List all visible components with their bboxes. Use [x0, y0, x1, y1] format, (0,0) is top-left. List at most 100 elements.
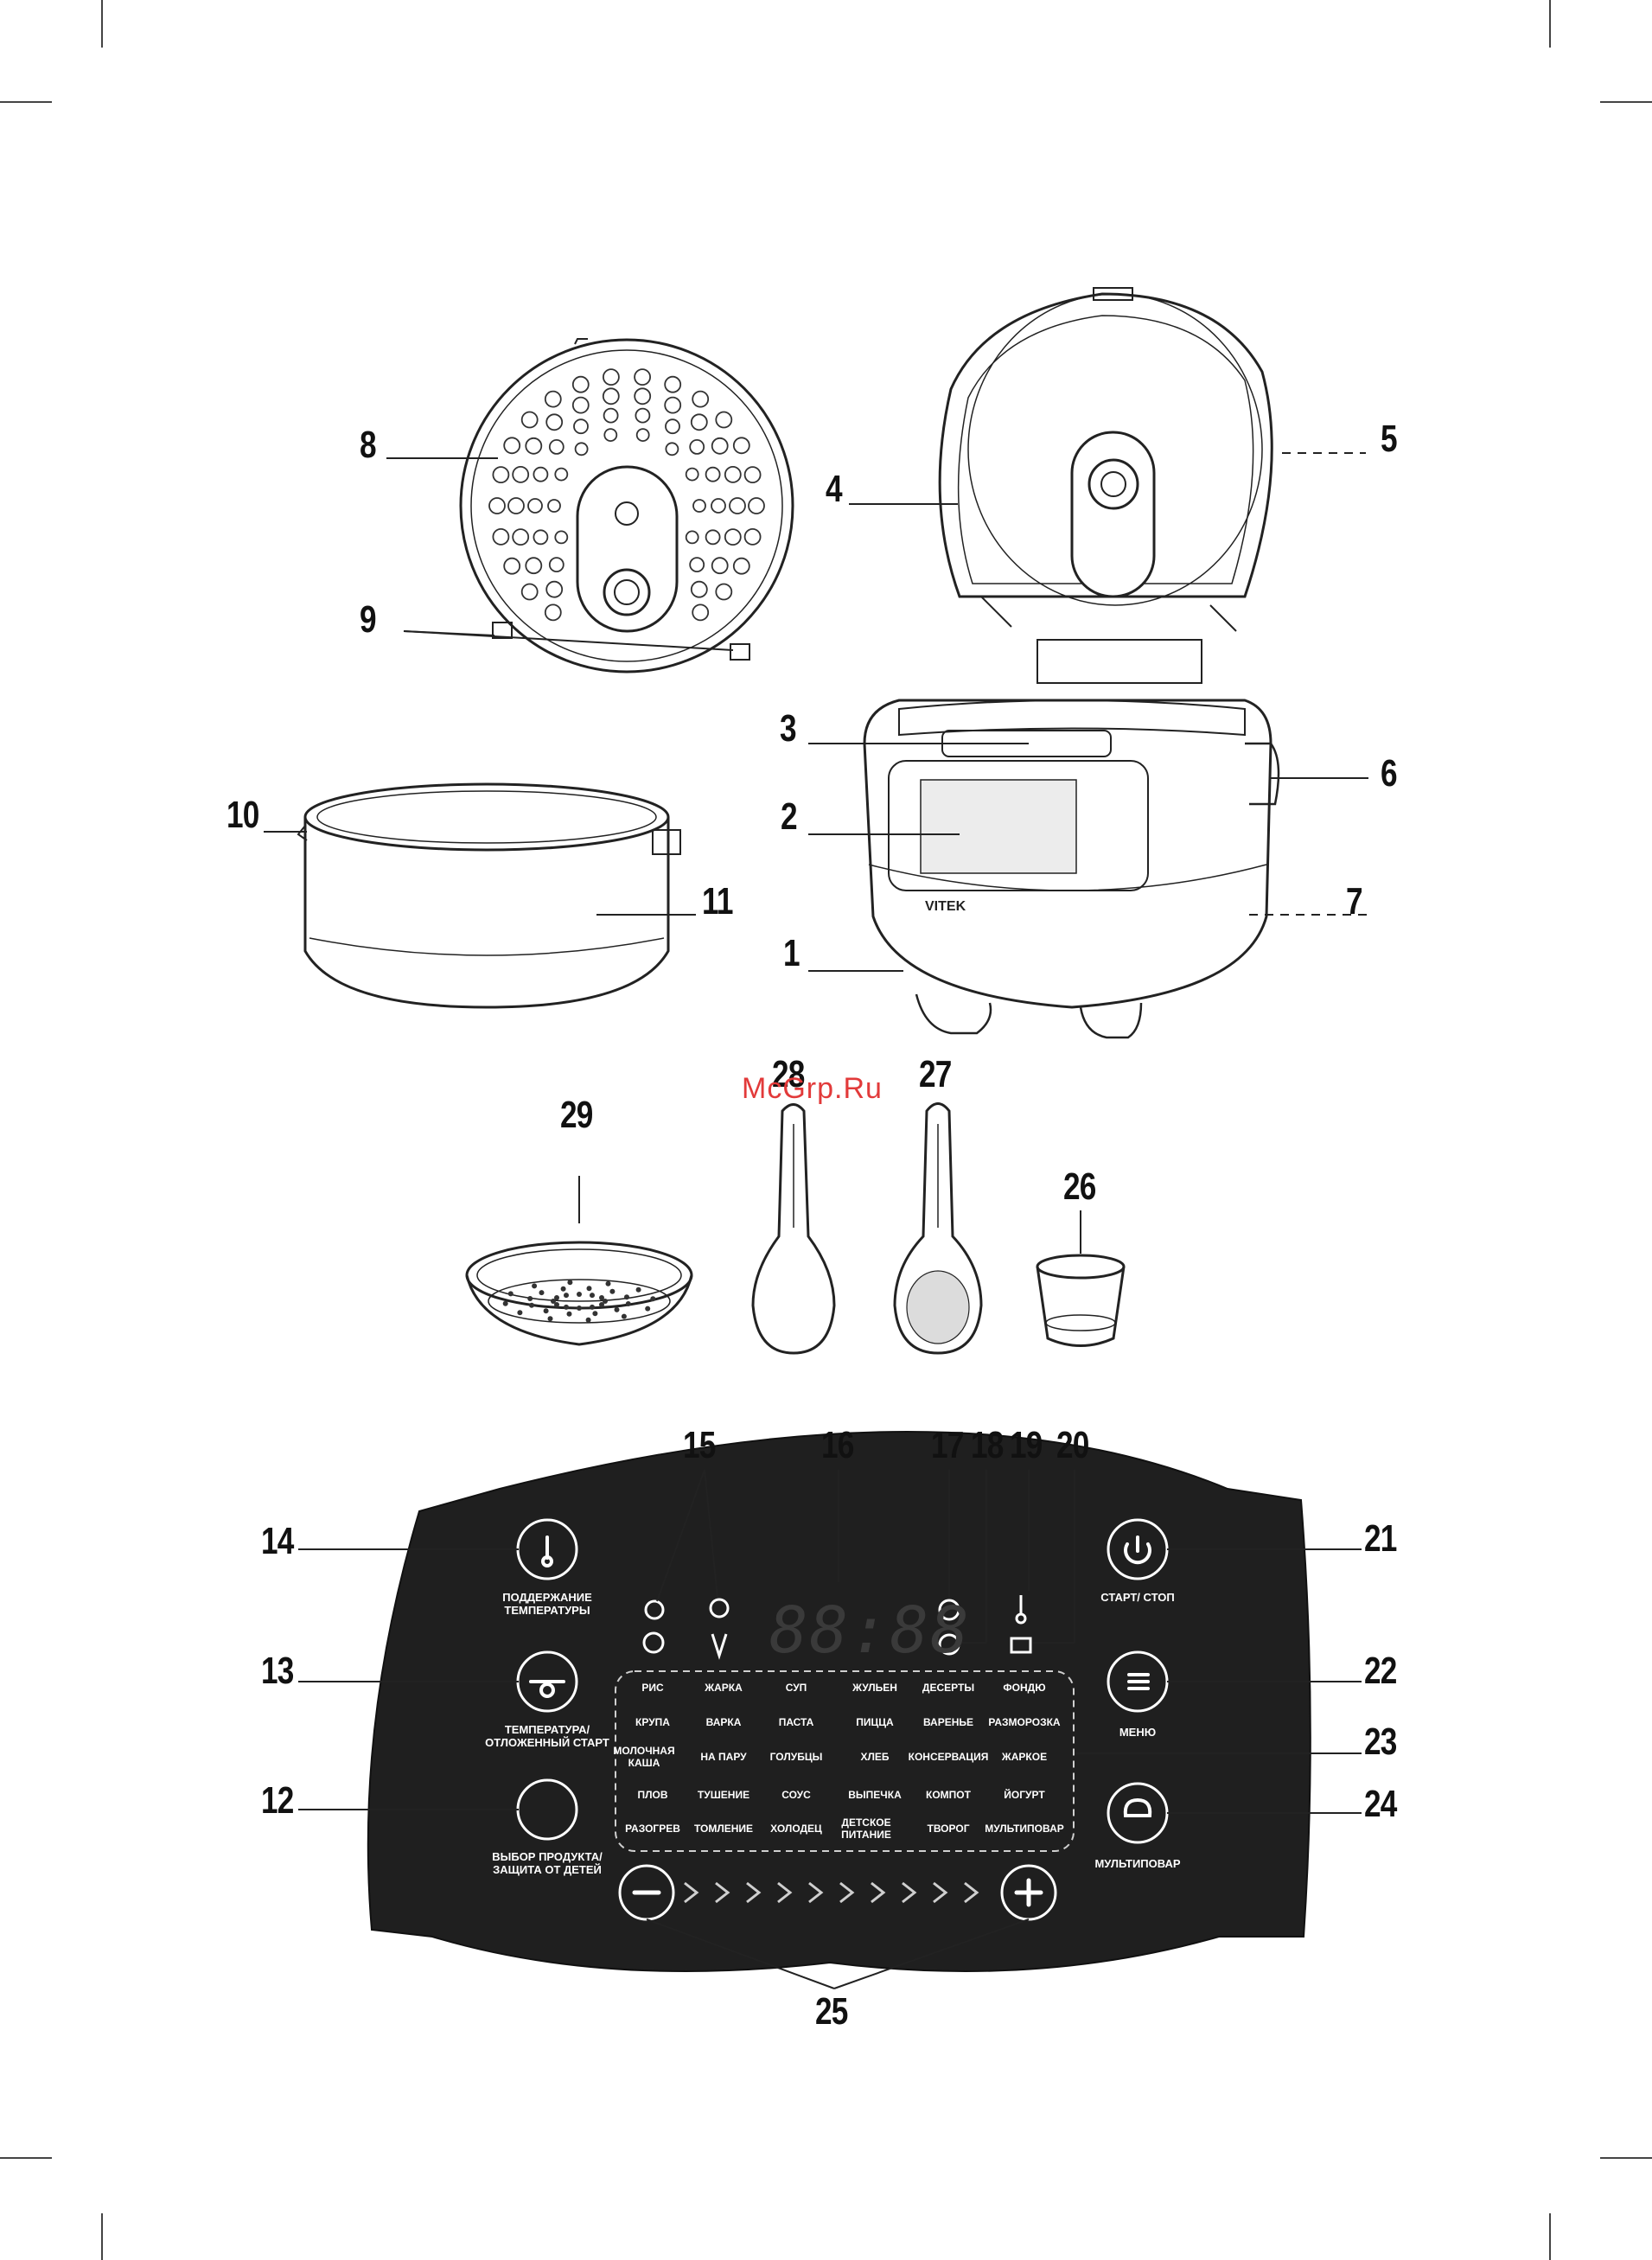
basket-hole [551, 1299, 556, 1304]
basket-hole [624, 1294, 629, 1300]
vent-hole [732, 557, 750, 575]
brand-logo: VITEK [925, 899, 966, 914]
basket-hole [621, 1313, 627, 1319]
callout-19: 19 [1010, 1424, 1043, 1466]
callout-3: 3 [780, 707, 797, 750]
panel-button-glyphs [529, 1535, 1152, 1907]
temp-delay-label: ТЕМПЕРАТУРА/ ОТЛОЖЕННЫЙ СТАРТ [485, 1723, 609, 1749]
vent-hole [545, 413, 564, 431]
callout-23: 23 [1364, 1721, 1397, 1763]
program-item: МОЛОЧНАЯ КАША [613, 1745, 675, 1769]
vent-hole [743, 528, 762, 546]
vent-hole [711, 557, 729, 575]
program-item: ДЕСЕРТЫ [922, 1682, 975, 1694]
basket-hole [650, 1296, 656, 1302]
program-item: ЖУЛЬЕН [852, 1682, 897, 1694]
vent-hole [711, 498, 726, 514]
vent-hole [634, 387, 652, 405]
level-chevron [902, 1881, 917, 1904]
vent-hole [705, 466, 721, 482]
basket-hole [614, 1306, 620, 1312]
vent-hole [554, 530, 569, 545]
basket-hole [547, 1316, 553, 1322]
vent-hole [603, 407, 619, 424]
steam-basket-holes [502, 1280, 656, 1323]
basket-hole [590, 1304, 595, 1310]
basket-hole [609, 1288, 616, 1294]
ladle [751, 1103, 836, 1355]
vent-hole [685, 467, 699, 482]
program-item: ЙОГУРТ [1004, 1789, 1045, 1801]
product-lock-label: ВЫБОР ПРОДУКТА/ ЗАЩИТА ОТ ДЕТЕЙ [492, 1850, 603, 1876]
basket-hole [605, 1280, 611, 1286]
product-lock-button[interactable] [518, 1780, 577, 1839]
basket-hole [564, 1293, 569, 1299]
vent-hole [548, 439, 564, 455]
vent-hole [573, 418, 589, 435]
vent-hole [520, 411, 539, 429]
vent-hole [692, 390, 710, 408]
callout-15: 15 [683, 1424, 716, 1466]
vent-hole [689, 439, 705, 455]
basket-hole [554, 1302, 559, 1307]
vent-hole [492, 528, 510, 546]
vent-hole [732, 437, 750, 455]
basket-hole [527, 1296, 533, 1301]
callout-6: 6 [1381, 752, 1398, 795]
vent-hole [729, 497, 746, 514]
vent-hole [715, 411, 733, 429]
basket-hole [532, 1283, 538, 1289]
callout-12: 12 [261, 1779, 294, 1822]
vent-hole [503, 557, 521, 575]
time-display: 88:88 [769, 1593, 971, 1668]
program-item: РАЗОГРЕВ [625, 1823, 680, 1835]
inner-lid [459, 338, 794, 674]
vent-hole [571, 396, 590, 414]
vent-hole [545, 580, 564, 598]
level-chevron [746, 1881, 762, 1904]
vent-hole [533, 466, 549, 482]
plus-button[interactable] [1002, 1866, 1056, 1919]
vent-hole [724, 528, 742, 546]
vent-hole [603, 368, 620, 386]
program-item: ХОЛОДЕЦ [770, 1823, 822, 1835]
program-item: РАЗМОРОЗКА [988, 1716, 1061, 1728]
vent-hole [664, 396, 682, 414]
menu-button[interactable] [1108, 1652, 1167, 1711]
minus-button[interactable] [620, 1866, 673, 1919]
callout-1: 1 [783, 932, 800, 974]
program-item: ДЕТСКОЕ ПИТАНИЕ [841, 1816, 891, 1841]
multicook-button[interactable] [1108, 1784, 1167, 1842]
start-stop-button[interactable] [1108, 1520, 1167, 1579]
basket-hole [586, 1286, 592, 1292]
basket-hole [560, 1286, 566, 1292]
power-level-chevrons [684, 1881, 979, 1904]
vent-hole [690, 413, 708, 431]
level-chevron [777, 1881, 793, 1904]
vent-hole [635, 428, 650, 443]
program-item: ПИЦЦА [856, 1716, 894, 1728]
basket-hole [603, 1299, 608, 1304]
basket-hole [645, 1306, 651, 1312]
keep-warm-button[interactable] [518, 1520, 577, 1579]
basket-hole [567, 1280, 573, 1286]
basket-hole [585, 1317, 591, 1323]
basket-hole [529, 1302, 534, 1308]
program-item: НА ПАРУ [700, 1751, 747, 1763]
callout-2: 2 [781, 795, 798, 838]
program-item: СОУС [781, 1789, 811, 1801]
vent-hole [512, 466, 530, 483]
callout-8: 8 [360, 424, 377, 466]
temp-delay-button[interactable] [518, 1652, 577, 1711]
program-item: СУП [785, 1682, 807, 1694]
vent-hole [685, 530, 699, 545]
vent-hole [554, 467, 569, 482]
callout-7: 7 [1346, 880, 1363, 923]
callout-22: 22 [1364, 1650, 1397, 1692]
vent-hole [533, 529, 549, 546]
callout-24: 24 [1364, 1783, 1397, 1825]
vent-hole [574, 442, 589, 456]
rice-spoon [893, 1102, 983, 1355]
multicooker-lid [938, 287, 1273, 684]
